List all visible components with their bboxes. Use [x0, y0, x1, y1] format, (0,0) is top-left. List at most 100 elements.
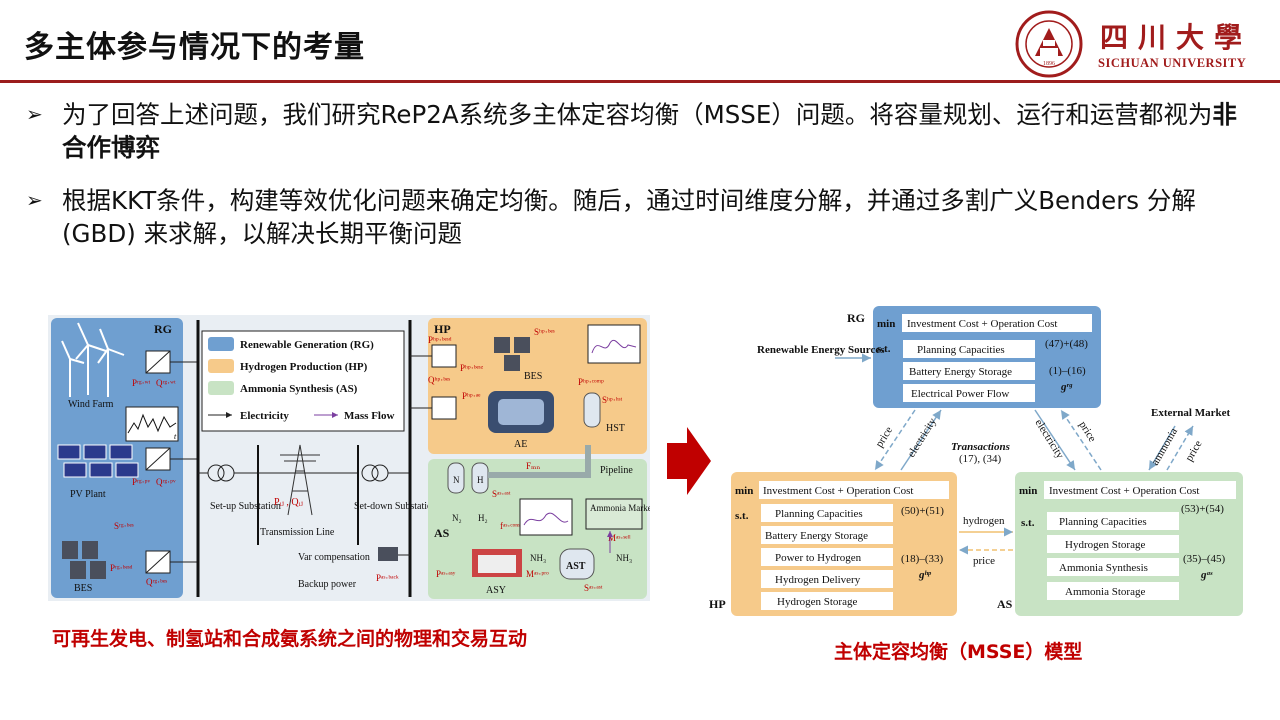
battery-icon — [62, 541, 106, 579]
page-title: 多主体参与情况下的考量 — [24, 30, 365, 65]
svg-text:1896: 1896 — [1043, 61, 1055, 67]
rg-constraint-1: Planning Capacities — [917, 344, 1005, 356]
as-constraint-1: Planning Capacities — [1059, 516, 1147, 528]
as-constraint-2: Hydrogen Storage — [1065, 539, 1145, 551]
wind-turbine-icon — [61, 322, 125, 397]
p-hp-comp: Pʰᵖ·ᶜᵒᵐᵖ — [578, 377, 604, 387]
ammonia-link-label: ammonia — [1149, 426, 1180, 468]
transmission-line-label: Transmission Line — [260, 527, 335, 538]
s-rg-bes: Sʳᵍ·ᵇᵉˢ — [114, 521, 134, 531]
hst-label: HST — [606, 423, 625, 434]
time-axis-label: t — [174, 432, 177, 441]
rg-hp-electricity-label: electricity — [905, 416, 939, 460]
hp-label: HP — [434, 322, 451, 336]
as-min: min — [1019, 485, 1037, 497]
university-name-english: SICHUAN UNIVERSITY — [1098, 56, 1247, 70]
hp-tag: HP — [709, 597, 726, 611]
hp-constraint-3: Power to Hydrogen — [775, 552, 862, 564]
as-constraint-3: Ammonia Synthesis — [1059, 562, 1148, 574]
right-figure-caption: 主体定容均衡（MSSE）模型 — [834, 641, 1083, 663]
legend-mass-flow: Mass Flow — [344, 410, 394, 422]
pipeline-label: Pipeline — [600, 465, 633, 476]
transmission-tower-icon — [280, 444, 320, 516]
hydrogen-link-label: hydrogen — [963, 515, 1005, 527]
as-constraint-4: Ammonia Storage — [1065, 586, 1145, 598]
hp-st: s.t. — [735, 510, 749, 522]
market-price-label: price — [1183, 438, 1204, 463]
setup-substation-label: Set-up Substation — [210, 501, 281, 512]
rg-g: gʳᵍ — [1060, 381, 1073, 393]
renewable-sources-label: Renewable Energy Sources — [757, 344, 885, 356]
ammonia-market-box — [585, 498, 643, 530]
rg-as-electricity-label: electricity — [1032, 417, 1066, 461]
hp-g: gʰᵖ — [918, 569, 932, 581]
legend — [201, 330, 405, 432]
var-compensator-icon — [378, 547, 398, 561]
q-hp-bes: Qʰᵖ·ᵇᵉˢ — [428, 375, 450, 385]
ae-label: AE — [514, 439, 527, 450]
p-rg-pv: Pʳᵍ·ᵖᵛ — [132, 477, 150, 487]
f-as-cons: fᵃˢ·ᶜᵒⁿˢ — [500, 521, 520, 531]
hp-constraint-2: Battery Energy Storage — [765, 530, 868, 542]
as-g: gᵃˢ — [1200, 569, 1213, 581]
q-rg-wt: Qʳᵍ·ʷᵗ — [156, 378, 176, 388]
hp-constraint-1: Planning Capacities — [775, 508, 863, 520]
university-name-chinese: 四川大學 — [1100, 21, 1253, 54]
bullet-bold-text: 非合作博弈 — [62, 100, 1237, 162]
s-as-ast: Sᵃˢ·ᵃˢᵗ — [584, 583, 603, 593]
h-tank-label: H — [477, 475, 484, 485]
s-hp-bes: Sʰᵖ·ᵇᵉˢ — [534, 327, 555, 337]
m-as-sell: Mᵃˢ·ˢᵉˡˡ — [608, 533, 631, 543]
ammonia-tank-icon — [559, 548, 595, 580]
rg-eq-2: (1)–(16) — [1049, 365, 1086, 377]
ammonia-synthesis-icon — [472, 549, 522, 577]
p-hp-besd: Pʰᵖ·ᵇᵉˢᵈ — [428, 335, 452, 345]
right-arrow-icon — [667, 427, 711, 495]
n-tank-label: N — [453, 475, 460, 485]
pipeline — [488, 445, 591, 478]
ast-label: AST — [566, 561, 586, 572]
bullet-item-1: ➢ 为了回答上述问题，我们研究ReP2A系统多主体定容均衡（MSSE）问题。将容… — [26, 98, 1251, 164]
p-as-back: Pᵃˢ·ᵇᵃᶜᵏ — [376, 573, 399, 583]
transactions-label: Transactions — [951, 441, 1010, 453]
rg-tag: RG — [847, 311, 865, 325]
legend-electricity: Electricity — [240, 410, 289, 422]
hp-constraint-4: Hydrogen Delivery — [775, 574, 861, 586]
bullet-text: 根据KKT条件，构建等效优化问题来确定均衡。随后，通过时间维度分解，并通过多割广… — [62, 186, 1196, 248]
university-seal-logo: 1896 — [1015, 10, 1083, 78]
rg-bes-label: BES — [74, 583, 92, 594]
hp-profile-chart-icon — [587, 324, 641, 364]
msse-model-diagram: RG min Investment Cost + Operation Cost … — [709, 306, 1243, 616]
hp-eq-1: (50)+(51) — [901, 505, 944, 517]
converter-slash — [145, 350, 171, 574]
legend-hp: Hydrogen Production (HP) — [240, 361, 368, 373]
legend-as: Ammonia Synthesis (AS) — [240, 383, 358, 395]
p-hp-besz: Pʰᵖ·ᵇᵉˢᶻ — [460, 363, 484, 373]
legend-rg: Renewable Generation (RG) — [240, 339, 374, 351]
p-rg-wt: Pʳᵍ·ʷᵗ — [132, 378, 151, 388]
bullet-arrow-icon: ➢ — [26, 188, 43, 212]
nh3-sell-label: NH₃ — [616, 553, 632, 563]
as-st: s.t. — [1021, 517, 1035, 529]
external-market-label: External Market — [1151, 407, 1230, 419]
wind-farm-label: Wind Farm — [68, 399, 114, 410]
nh3-label: NH₃ — [530, 553, 546, 563]
left-figure-caption: 可再生发电、制氢站和合成氨系统之间的物理和交易互动 — [52, 628, 528, 650]
q-rg-pv: Qʳᵍ·ᵖᵛ — [156, 477, 176, 487]
rg-min: min — [877, 318, 895, 330]
rg-st: s.t. — [877, 343, 891, 355]
transactions-eqs: (17), (34) — [959, 453, 1001, 465]
bullet-text: 为了回答上述问题，我们研究ReP2A系统多主体定容均衡（MSSE）问题。将容量规… — [62, 100, 1213, 129]
backup-power-label: Backup power — [298, 579, 357, 590]
hp-bes-label: BES — [524, 371, 542, 382]
pv-plant-label: PV Plant — [70, 489, 106, 500]
hp-eq-2: (18)–(33) — [901, 553, 943, 565]
rg-label: RG — [154, 322, 172, 336]
bullet-item-2: ➢ 根据KKT条件，构建等效优化问题来确定均衡。随后，通过时间维度分解，并通过多… — [26, 184, 1251, 250]
asy-label: ASY — [486, 585, 506, 596]
rg-as-price-label: price — [1076, 419, 1098, 444]
hydrogen-tank-icon — [583, 392, 601, 428]
p-hp-ae: Pʰᵖ·ᵃᵉ — [462, 391, 481, 401]
as-eq-1: (53)+(54) — [1181, 503, 1224, 515]
hp-as-price-label: price — [973, 555, 995, 567]
